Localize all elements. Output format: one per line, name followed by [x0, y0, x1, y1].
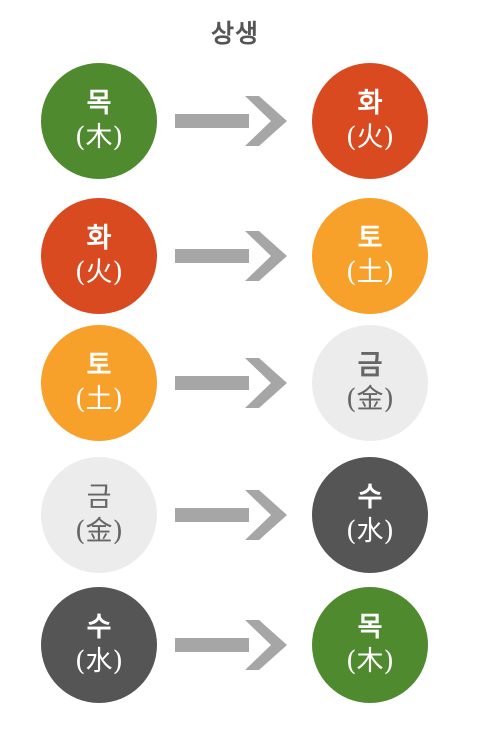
element-hanja: (火)	[74, 257, 124, 288]
right-arrow-icon	[175, 231, 287, 281]
element-hanja: (木)	[74, 122, 124, 153]
element-circle-target: 목 (木)	[312, 587, 428, 703]
element-circle-target: 토 (土)	[312, 198, 428, 314]
element-circle-source: 화 (火)	[41, 198, 157, 314]
element-circle-target: 금 (金)	[312, 325, 428, 441]
element-circle-target: 화 (火)	[312, 63, 428, 179]
element-circle-source: 수 (水)	[41, 587, 157, 703]
element-name: 화	[357, 88, 383, 119]
element-name: 수	[357, 482, 383, 513]
right-arrow-icon	[175, 490, 287, 540]
element-name: 목	[357, 612, 383, 643]
element-name: 수	[86, 612, 112, 643]
right-arrow-icon	[175, 358, 287, 408]
element-hanja: (水)	[74, 646, 124, 677]
element-hanja: (金)	[345, 384, 395, 415]
diagram-title: 상생	[210, 19, 259, 48]
element-name: 목	[86, 88, 112, 119]
element-circle-target: 수 (水)	[312, 457, 428, 573]
cycle-row-4: 수 (水) 목 (木)	[0, 587, 489, 705]
cycle-row-2: 토 (土) 금 (金)	[0, 325, 489, 443]
right-arrow-icon	[175, 620, 287, 670]
cycle-row-0: 목 (木) 화 (火)	[0, 63, 489, 181]
element-hanja: (土)	[345, 257, 395, 288]
element-hanja: (金)	[74, 516, 124, 547]
element-name: 금	[86, 482, 112, 513]
element-circle-source: 토 (土)	[41, 325, 157, 441]
element-name: 토	[86, 350, 112, 381]
element-hanja: (木)	[345, 646, 395, 677]
element-hanja: (土)	[74, 384, 124, 415]
element-name: 토	[357, 223, 383, 254]
element-name: 금	[357, 350, 383, 381]
element-circle-source: 금 (金)	[41, 457, 157, 573]
cycle-row-3: 금 (金) 수 (水)	[0, 457, 489, 575]
right-arrow-icon	[175, 96, 287, 146]
element-hanja: (水)	[345, 516, 395, 547]
element-name: 화	[86, 223, 112, 254]
element-circle-source: 목 (木)	[41, 63, 157, 179]
element-hanja: (火)	[345, 122, 395, 153]
cycle-row-1: 화 (火) 토 (土)	[0, 198, 489, 316]
